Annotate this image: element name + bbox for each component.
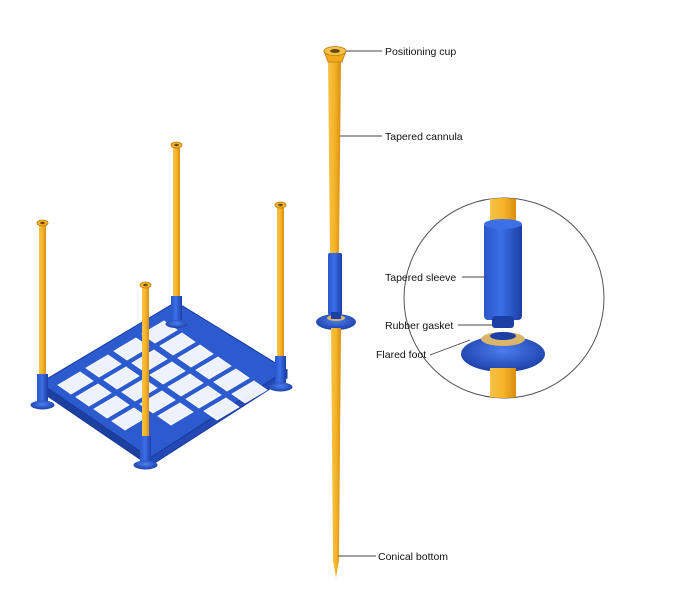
tapered-sleeve <box>328 253 342 315</box>
rack-post-right <box>268 201 293 392</box>
positioning-cup <box>323 46 347 63</box>
stacking-rack <box>30 141 293 470</box>
detail-tapered-sleeve <box>484 222 522 320</box>
upper-shaft <box>328 60 341 255</box>
label-conical-bottom: Conical bottom <box>378 551 448 563</box>
lower-shaft <box>331 328 341 578</box>
rack-post-back <box>165 141 188 328</box>
detail-zoom-circle <box>403 197 605 399</box>
label-rubber-gasket: Rubber gasket <box>385 320 453 332</box>
detail-flared-foot <box>461 336 545 372</box>
label-tapered-cannula: Tapered cannula <box>385 131 463 143</box>
single-post <box>316 46 356 578</box>
label-flared-foot: Flared foot <box>376 349 426 361</box>
rack-post-left <box>30 219 55 410</box>
rack-post-front <box>133 281 158 470</box>
label-positioning-cup: Positioning cup <box>385 46 456 58</box>
flared-foot <box>316 312 356 330</box>
label-tapered-sleeve: Tapered sleeve <box>385 272 456 284</box>
leader-lines <box>338 50 492 557</box>
